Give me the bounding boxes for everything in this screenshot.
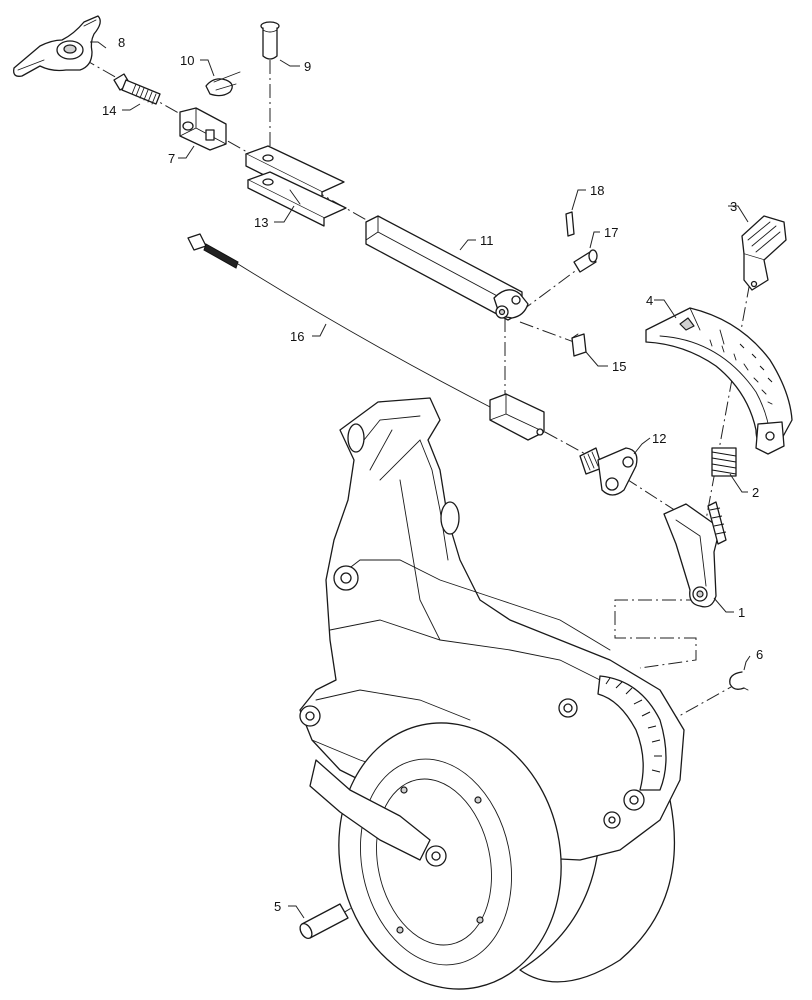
- control-cable: [187, 233, 545, 441]
- adjusting-link: [663, 501, 727, 608]
- callout-16: 16: [290, 329, 304, 344]
- wing-knob: [13, 15, 101, 77]
- spring-pin: [565, 211, 575, 237]
- callout-11: 11: [480, 233, 494, 248]
- callout-5: 5: [274, 899, 281, 914]
- callout-18: 18: [590, 183, 604, 198]
- compression-spring: [711, 447, 737, 477]
- callout-leaders: [90, 41, 751, 919]
- threaded-clevis: [579, 447, 638, 496]
- callout-1: 1: [738, 605, 745, 620]
- callout-15: 15: [612, 359, 626, 374]
- callout-17: 17: [604, 225, 618, 240]
- wear-block: [571, 333, 587, 357]
- clevis-pin: [260, 21, 280, 60]
- lever-handle: [741, 215, 787, 291]
- clevis-block: [179, 107, 227, 151]
- callout-labels: 1 2 3 4 5 6 7 8 9 10 11 12 13 14 15 16 1…: [102, 35, 763, 914]
- callout-4: 4: [646, 293, 653, 308]
- cotter-pin: [205, 71, 241, 97]
- mount-bracket: [245, 145, 347, 227]
- callout-2: 2: [752, 485, 759, 500]
- pivot-pin: [573, 249, 598, 273]
- callout-13: 13: [254, 215, 268, 230]
- callout-10: 10: [180, 53, 194, 68]
- callout-14: 14: [102, 103, 116, 118]
- snap-ring: [729, 671, 749, 691]
- callout-8: 8: [118, 35, 125, 50]
- callout-9: 9: [304, 59, 311, 74]
- callout-7: 7: [168, 151, 175, 166]
- callout-6: 6: [756, 647, 763, 662]
- depth-quadrant: [645, 307, 793, 455]
- adjustment-arm: [365, 215, 529, 321]
- quadrant-scale-marks: [709, 339, 773, 405]
- callout-12: 12: [652, 431, 666, 446]
- threaded-bolt: [113, 73, 161, 105]
- callout-3: 3: [730, 199, 737, 214]
- gauge-wheel-assembly: [299, 397, 685, 990]
- axle-pin: [299, 903, 349, 940]
